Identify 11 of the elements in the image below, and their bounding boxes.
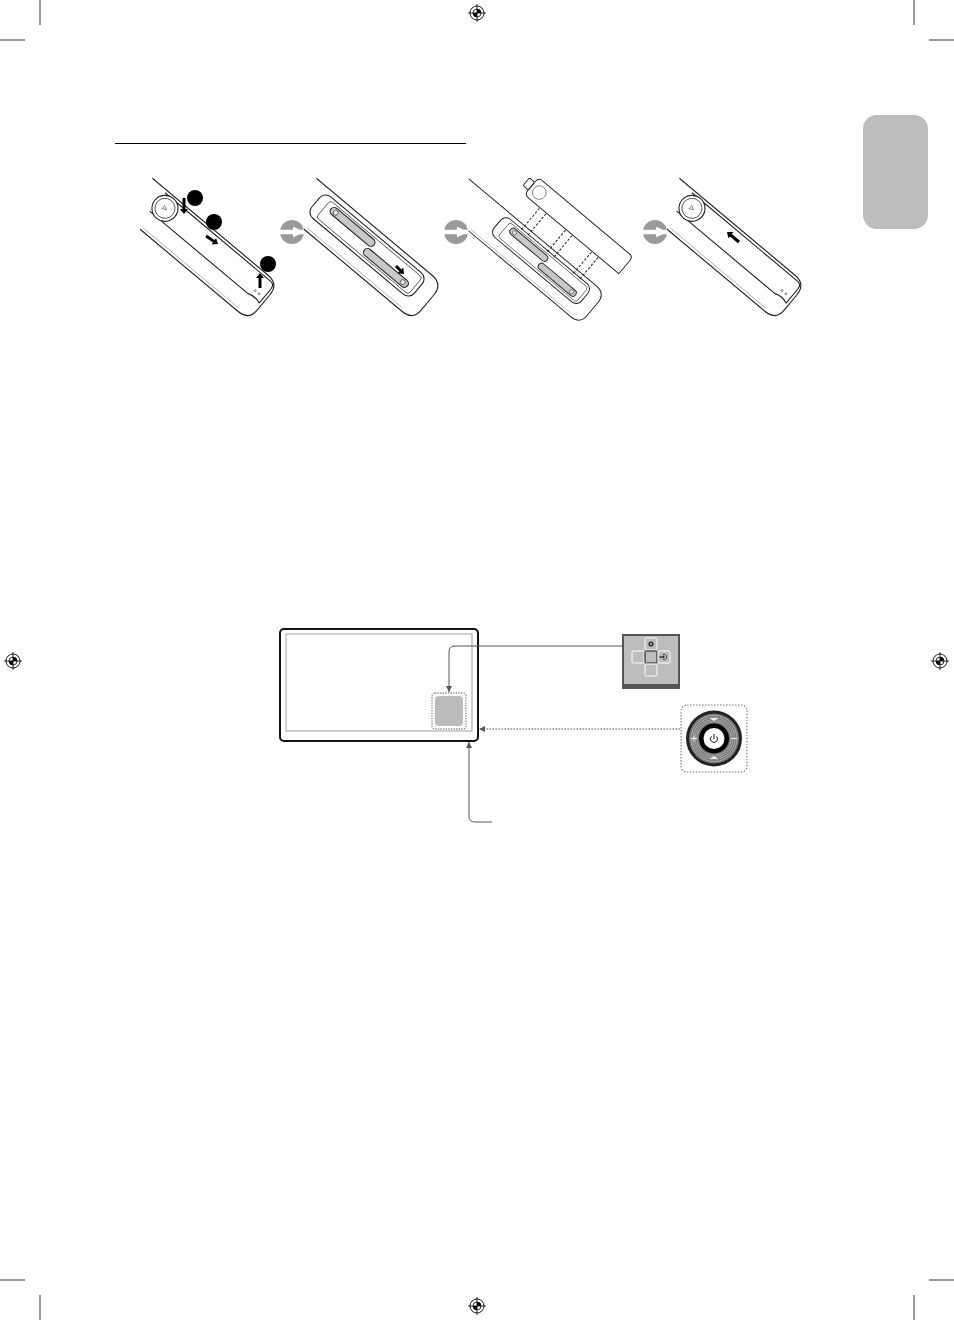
- leader-line: [446, 645, 623, 693]
- step-arrow: [280, 220, 304, 244]
- leader-line: [478, 726, 681, 732]
- joystick-drawing: [680, 704, 748, 773]
- control-panel-drawing: [622, 634, 680, 689]
- leader-line: [466, 741, 493, 823]
- step-arrow: [444, 220, 468, 244]
- side-tab: [863, 115, 928, 229]
- control-area: [431, 692, 467, 730]
- tv-drawing: [279, 628, 479, 742]
- step-arrow: [643, 220, 667, 244]
